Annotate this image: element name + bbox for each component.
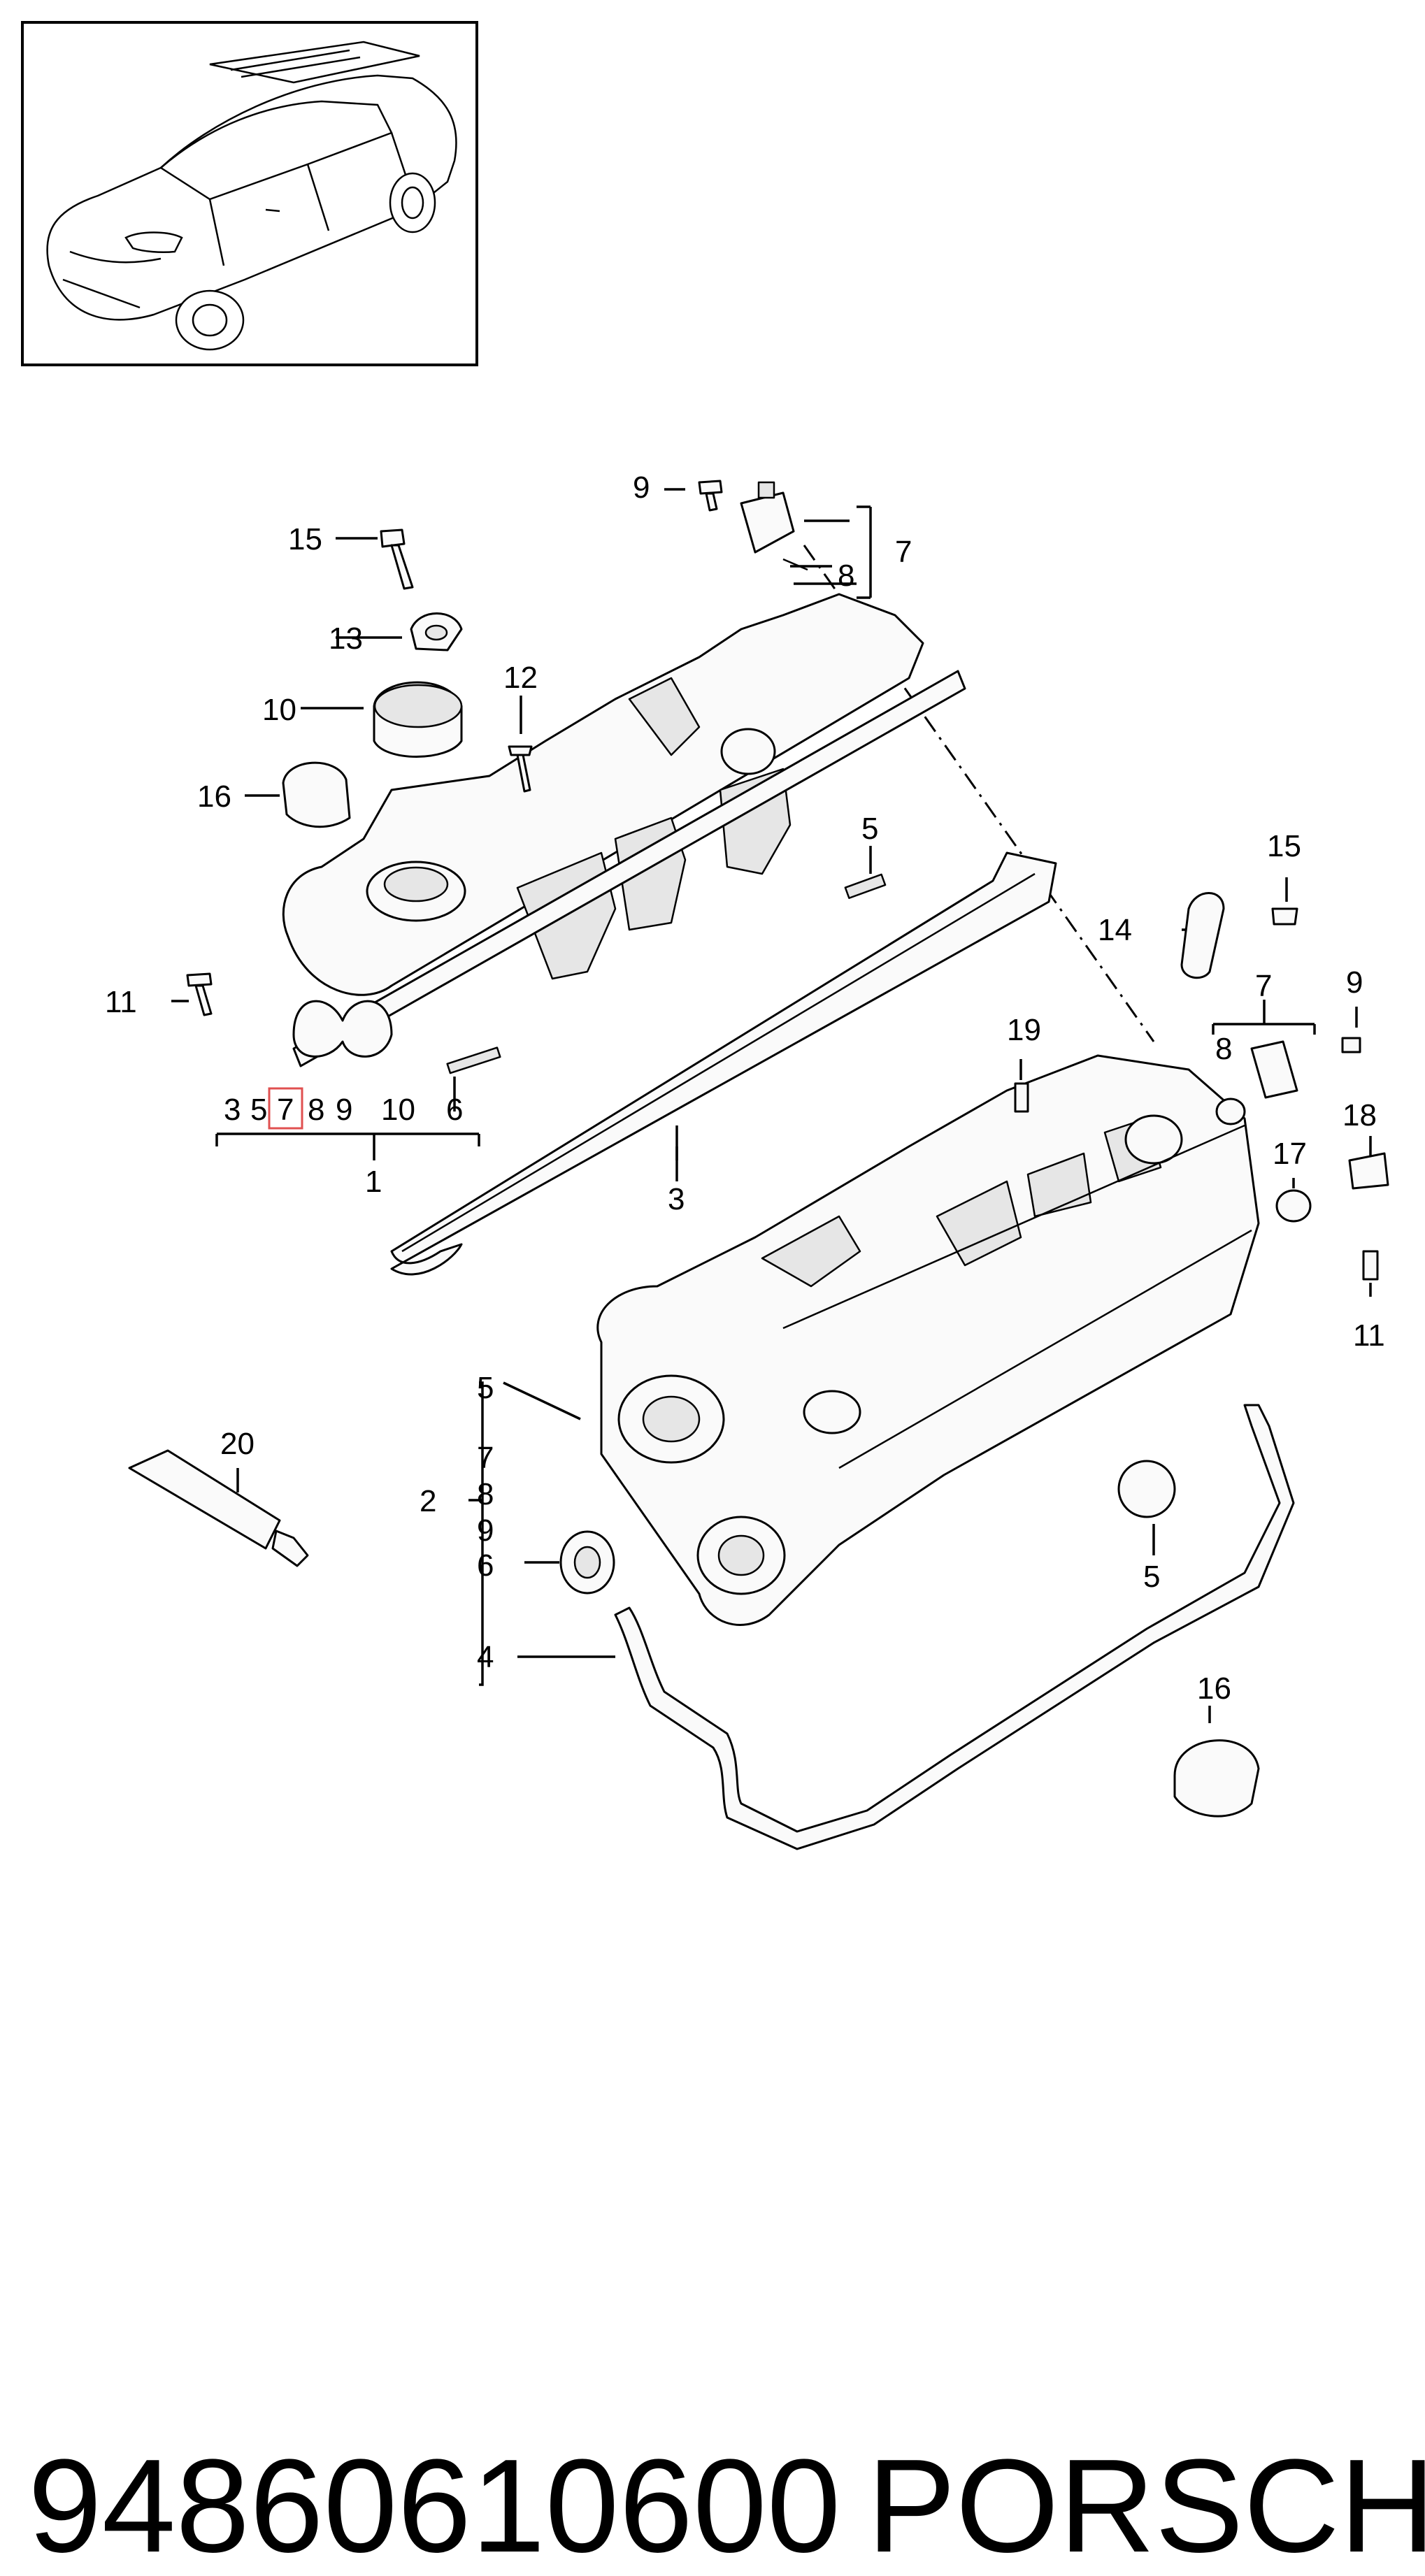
upper-valve-cover	[282, 545, 1155, 1074]
callout-17: 17	[1273, 1137, 1307, 1171]
callout-top-8: 8	[838, 559, 854, 593]
callout-labels: 9 7 8 15 13 10 12 16 5 11 3 5 7 8 9 10 6…	[105, 470, 1385, 1706]
callout-row-9: 9	[336, 1093, 352, 1127]
callout-8-right: 8	[1215, 1032, 1232, 1066]
callout-group-9: 9	[477, 1513, 494, 1548]
lower-leaders	[236, 877, 1372, 1723]
callout-20: 20	[220, 1427, 255, 1461]
gasket-3	[390, 851, 1057, 1276]
callout-15-left: 15	[288, 522, 322, 556]
gasket-3-inner	[401, 872, 1036, 1253]
callout-group-2: 2	[420, 1484, 436, 1518]
callout-16-lower: 16	[1197, 1671, 1231, 1706]
lower-valve-cover	[596, 1054, 1260, 1626]
callout-16-left: 16	[197, 779, 231, 814]
callout-row-8: 8	[308, 1093, 324, 1127]
callout-top-7: 7	[895, 535, 912, 569]
callout-row-10: 10	[381, 1093, 415, 1127]
callout-10-left: 10	[262, 693, 296, 727]
upper-leaders	[171, 488, 872, 1160]
callout-group-6: 6	[477, 1548, 494, 1583]
callout-row-7: 7	[277, 1093, 294, 1127]
callout-row-6: 6	[446, 1093, 463, 1127]
highlight-box	[268, 1087, 303, 1130]
callout-18: 18	[1342, 1098, 1377, 1132]
callout-11-left: 11	[105, 985, 137, 1019]
gasket-4	[614, 1404, 1295, 1850]
callout-top-9: 9	[633, 470, 650, 505]
callout-row-3: 3	[224, 1093, 241, 1127]
callout-row-5: 5	[250, 1093, 267, 1127]
callout-5-upper: 5	[861, 812, 878, 846]
callout-13: 13	[329, 621, 363, 656]
callout-14: 14	[1098, 913, 1132, 947]
callout-1: 1	[365, 1165, 382, 1199]
callout-group-4: 4	[477, 1640, 494, 1674]
callout-3: 3	[668, 1182, 685, 1216]
callout-19: 19	[1007, 1013, 1041, 1047]
callout-group-8: 8	[477, 1477, 494, 1511]
callout-group-5: 5	[477, 1371, 494, 1405]
callout-9-right: 9	[1346, 965, 1363, 1000]
upper-small-parts	[186, 480, 808, 1016]
callout-11-right: 11	[1353, 1318, 1385, 1353]
part-number: 94860610600	[28, 2432, 840, 2576]
callout-5-lower: 5	[1143, 1560, 1160, 1594]
brand-name: PORSCHE	[867, 2432, 1425, 2576]
callout-12: 12	[503, 661, 538, 695]
callout-15-right: 15	[1267, 829, 1301, 863]
vehicle-thumbnail	[21, 21, 478, 366]
lower-small-parts	[128, 892, 1389, 1818]
callout-7-right: 7	[1255, 969, 1272, 1003]
callout-group-7: 7	[477, 1441, 494, 1475]
